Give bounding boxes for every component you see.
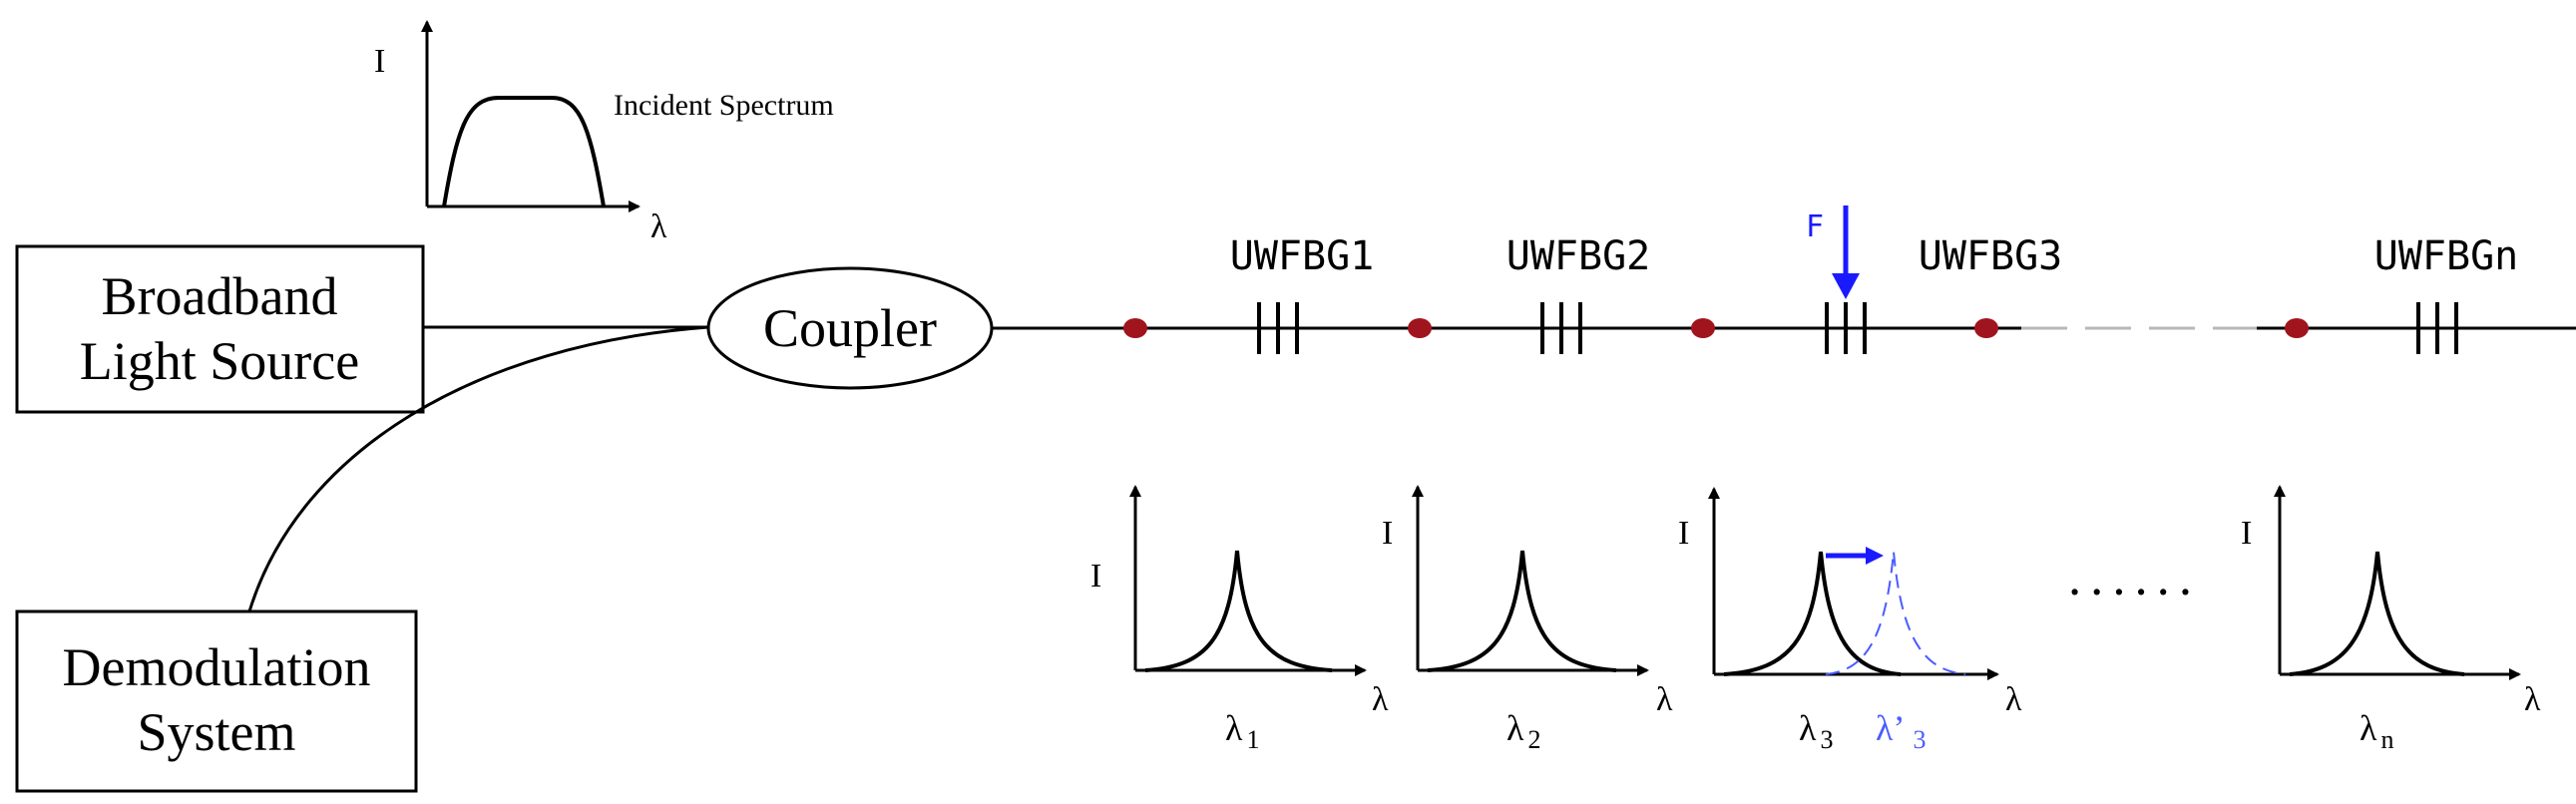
demodulation-system-box: Demodulation System (15, 609, 418, 793)
spectrum-n-y-label: I (2241, 515, 2252, 552)
spectrum-3-shifted-wavelength: λ’3 (1876, 708, 1926, 754)
grating-n: UWFBGn (2374, 233, 2519, 354)
broadband-light-source-box: Broadband Light Source (15, 244, 425, 414)
grating-label-2: UWFBG2 (1506, 233, 1651, 279)
grating-label-1: UWFBG1 (1230, 233, 1375, 279)
demod-fiber (247, 325, 709, 612)
spectrum-n-x-label: λ (2524, 681, 2541, 718)
demod-label-line2: System (137, 702, 295, 762)
grating-1: UWFBG1 (1230, 233, 1375, 354)
incident-spectrum-curve (442, 96, 606, 207)
reflection-peak (1427, 550, 1617, 672)
splice-point (1123, 318, 1147, 338)
demod-label-line1: Demodulation (63, 637, 371, 697)
grating-label-3: UWFBG3 (1919, 233, 2063, 279)
incident-spectrum-plot: I λ Incident Spectrum (374, 20, 834, 245)
spectrum-2-x-label: λ (1656, 681, 1673, 718)
splice-point (2285, 318, 2309, 338)
incident-x-label: λ (650, 208, 667, 245)
source-label-line2: Light Source (80, 331, 359, 391)
incident-spectrum-label: Incident Spectrum (614, 89, 834, 122)
reflection-peak (2289, 551, 2465, 676)
spectrum-2-y-label: I (1382, 515, 1393, 552)
source-label-line1: Broadband (102, 266, 338, 326)
shifted-reflection-peak (1825, 551, 1966, 675)
splice-points (1123, 318, 2309, 338)
reflection-peak (1144, 550, 1333, 672)
grating-2: UWFBG2 (1506, 233, 1651, 354)
splice-point (1408, 318, 1432, 338)
force-arrow: F (1806, 205, 1860, 299)
force-label: F (1806, 209, 1824, 244)
reflection-peak (1723, 551, 1902, 676)
spectrum-1-y-label: I (1090, 558, 1101, 595)
incident-y-label: I (374, 43, 385, 80)
coupler-label: Coupler (763, 298, 937, 358)
grating-label-n: UWFBGn (2374, 233, 2519, 279)
coupler: Coupler (706, 266, 994, 390)
splice-point (1974, 318, 1998, 338)
spectrum-3-y-label: I (1678, 515, 1689, 552)
spectrum-3-x-label: λ (2005, 681, 2022, 718)
splice-point (1691, 318, 1715, 338)
spectrum-1-x-label: λ (1372, 681, 1389, 718)
grating-3: UWFBG3 (1825, 233, 2063, 354)
ellipsis: · · · · · · (2068, 572, 2192, 613)
